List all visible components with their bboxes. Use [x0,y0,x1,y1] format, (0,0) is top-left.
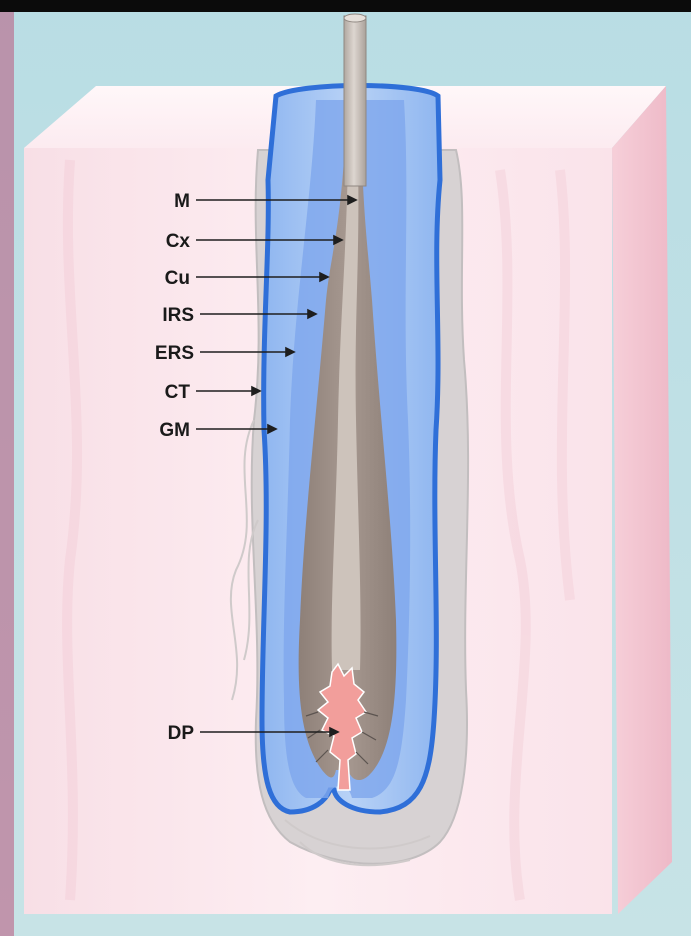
histology-strip [0,0,14,936]
skin-block-side [612,86,672,914]
top-border [0,0,691,12]
hair-shaft-tip [344,14,366,22]
label-cx: Cx [166,231,191,252]
label-dp: DP [168,723,195,744]
label-m: M [174,191,190,212]
label-irs: IRS [162,305,194,326]
label-cu: Cu [165,268,190,289]
label-gm: GM [159,420,190,441]
label-ers: ERS [155,343,194,364]
hair-shaft [344,16,366,186]
label-ct: CT [165,382,191,403]
